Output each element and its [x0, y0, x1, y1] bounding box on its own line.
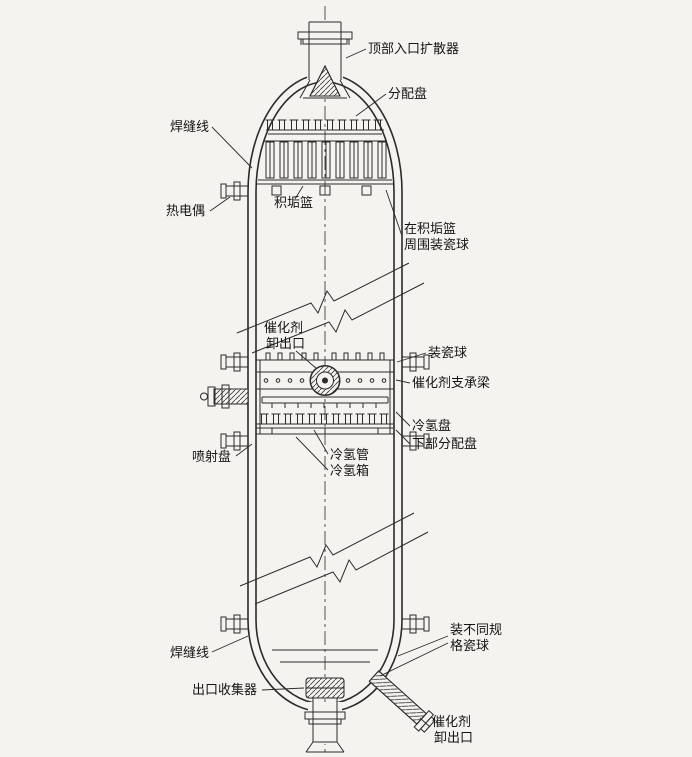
label-quench-pipe: 冷氢管	[330, 448, 369, 463]
label-spray-tray: 喷射盘	[192, 449, 231, 465]
side-nozzle-left-upper	[220, 352, 249, 372]
label-balls-around-basket-2: 周围装瓷球	[404, 238, 469, 253]
leader-catalyst-unload-bottom	[419, 717, 431, 728]
leader-weld-seam-top	[211, 126, 253, 169]
side-nozzle-right-bottom	[401, 614, 430, 634]
thermocouple-nozzle	[220, 181, 249, 201]
linework	[200, 6, 449, 753]
break-lines-upper	[236, 262, 425, 354]
quench-assembly	[256, 352, 394, 435]
break-lines-lower	[239, 512, 429, 605]
label-thermocouple: 热电偶	[166, 204, 205, 219]
label-graded-balls-1: 装不同规	[450, 623, 502, 638]
label-graded-balls-2: 格瓷球	[450, 638, 489, 654]
leader-thermocouple	[209, 196, 231, 212]
label-top-inlet-diffuser: 顶部入口扩散器	[368, 42, 459, 57]
label-weld-seam-bottom: 焊缝线	[170, 645, 209, 661]
leader-scale-basket	[294, 185, 304, 200]
distribution-tray	[265, 119, 384, 135]
top-inlet-nozzle	[297, 21, 353, 99]
mid-catalyst-nozzle	[200, 384, 249, 409]
bottom-outlet-nozzle	[304, 700, 346, 753]
label-catalyst-unload-bottom-2: 卸出口	[434, 730, 473, 746]
leader-quench-tray	[395, 411, 411, 427]
labels: 顶部入口扩散器 分配盘 焊缝线 热电偶 积垢篮 在积垢篮 周围装瓷球 催化剂 卸…	[166, 42, 502, 746]
leader-graded-balls-2	[379, 642, 449, 677]
leader-lower-distribution-tray	[395, 429, 411, 445]
vessel-shell	[247, 73, 403, 713]
catalyst-discharge-nozzle	[368, 670, 436, 733]
label-outlet-collector: 出口收集器	[192, 682, 257, 698]
leader-quench-pipe	[313, 429, 329, 455]
leader-balls-around-basket	[385, 189, 403, 237]
bottom-internals	[272, 649, 378, 705]
label-balls-around-basket-1: 在积垢篮	[404, 222, 456, 237]
label-catalyst-unload-mid-1: 催化剂	[264, 321, 303, 336]
label-load-porcelain-balls: 装瓷球	[428, 346, 467, 361]
label-catalyst-support-beam: 催化剂支承梁	[412, 376, 490, 391]
leader-spray-tray	[235, 443, 253, 457]
leader-outlet-collector	[261, 687, 305, 691]
leader-graded-balls-1	[397, 635, 449, 657]
side-nozzle-left-bottom	[220, 614, 249, 634]
label-scale-basket: 积垢篮	[274, 196, 313, 211]
leader-weld-seam-bottom	[211, 635, 249, 653]
leader-top-inlet-diffuser	[345, 48, 367, 59]
leader-quench-box	[295, 436, 329, 471]
leader-catalyst-support-beam	[395, 379, 411, 384]
side-nozzle-right-upper	[401, 352, 430, 372]
label-quench-box: 冷氢箱	[330, 463, 369, 479]
scale-basket	[256, 140, 394, 196]
leader-lines	[209, 48, 449, 728]
label-distribution-tray: 分配盘	[388, 86, 427, 102]
inlet-diffuser-cone	[309, 64, 341, 97]
label-catalyst-unload-mid-2: 卸出口	[266, 336, 305, 352]
side-nozzle-left-lower	[220, 431, 249, 451]
leader-catalyst-unload-mid	[295, 350, 318, 370]
label-catalyst-unload-bottom-1: 催化剂	[432, 715, 471, 730]
label-quench-tray: 冷氢盘	[412, 418, 451, 434]
leader-distribution-tray	[355, 93, 387, 117]
label-weld-seam-top: 焊缝线	[170, 119, 209, 135]
leader-load-porcelain-balls	[396, 352, 427, 363]
label-lower-distribution-tray: 下部分配盘	[412, 436, 477, 452]
